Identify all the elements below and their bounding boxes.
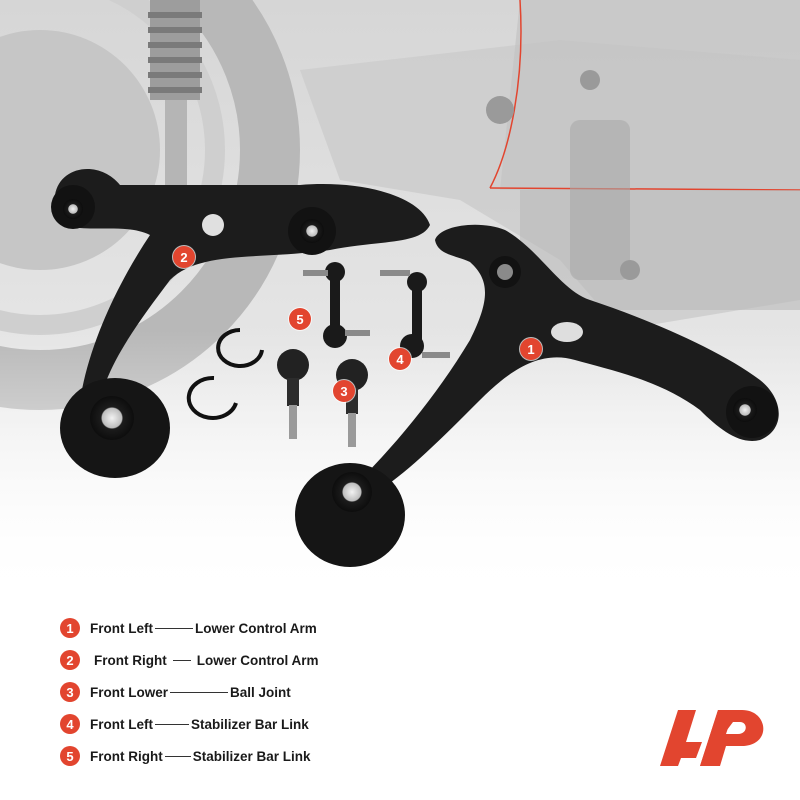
legend-part: Ball Joint [230,684,291,700]
legend-row-4: 4 Front Left Stabilizer Bar Link [60,708,480,740]
callout-badge-1: 1 [520,338,542,360]
legend-number-badge: 3 [60,682,80,702]
callout-badge-3: 3 [333,380,355,402]
legend-dash [155,723,189,725]
legend-dash [164,755,191,757]
legend-part: Stabilizer Bar Link [192,748,311,764]
legend-number-badge: 1 [60,618,80,638]
callout-badge-4: 4 [389,348,411,370]
legend-position: Front Lower [90,684,168,700]
legend-number-badge: 5 [60,746,80,766]
legend-row-5: 5 Front Right Stabilizer Bar Link [60,740,480,772]
legend-position: Front Left [90,620,153,636]
legend-position: Front Left [90,716,153,732]
parts-legend: 1 Front Left Lower Control Arm 2 Front R… [60,612,480,772]
legend-position: Front Right [94,652,167,668]
legend-row-3: 3 Front Lower Ball Joint [60,676,480,708]
legend-row-1: 1 Front Left Lower Control Arm [60,612,480,644]
legend-position: Front Right [90,748,163,764]
legend-part: Lower Control Arm [195,620,317,636]
parts-photo [0,0,800,600]
legend-number-badge: 2 [60,650,80,670]
ap-logo-icon [660,710,764,766]
legend-row-2: 2 Front Right Lower Control Arm [60,644,480,676]
legend-number-badge: 4 [60,714,80,734]
legend-part: Lower Control Arm [196,652,319,668]
legend-dash [170,691,228,693]
callout-badge-5: 5 [289,308,311,330]
legend-part: Stabilizer Bar Link [191,716,309,732]
legend-dash [172,659,191,661]
legend-dash [155,627,193,629]
callout-badge-2: 2 [173,246,195,268]
